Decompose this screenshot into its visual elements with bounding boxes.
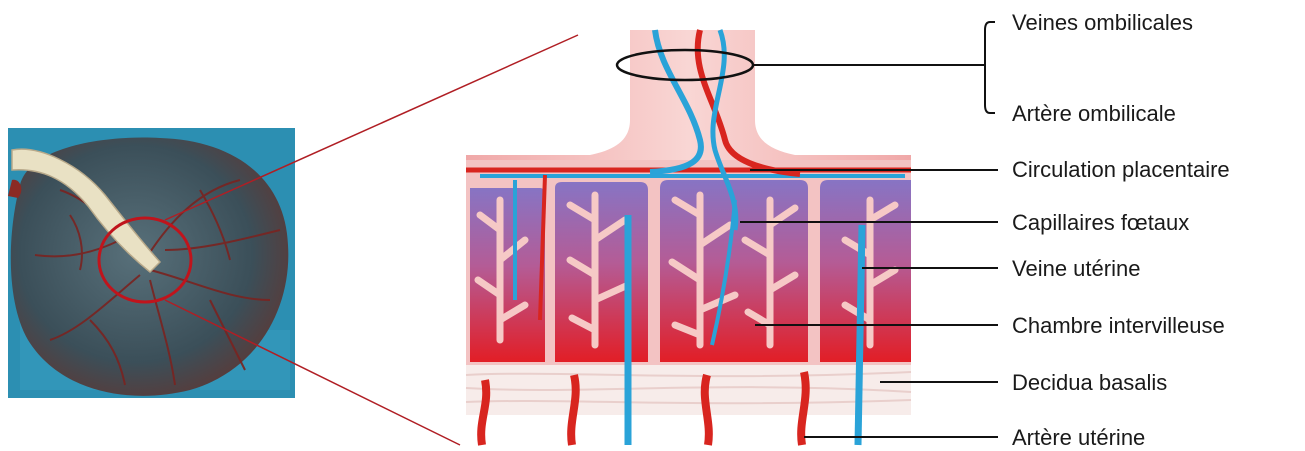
label-artere-ombilicale: Artère ombilicale <box>1012 101 1176 127</box>
label-capillaires-foetaux: Capillaires fœtaux <box>1012 210 1189 236</box>
label-veine-uterine: Veine utérine <box>1012 256 1140 282</box>
label-decidua-basalis: Decidua basalis <box>1012 370 1167 396</box>
placenta-diagram <box>466 30 911 445</box>
bracket-umbilical <box>985 22 995 113</box>
label-artere-uterine: Artère utérine <box>1012 425 1145 451</box>
placenta-photo <box>8 128 295 398</box>
uterine-vein-right <box>858 225 862 445</box>
label-circulation-placentaire: Circulation placentaire <box>1012 157 1230 183</box>
label-veines-ombilicales: Veines ombilicales <box>1012 10 1193 36</box>
label-chambre-intervilleuse: Chambre intervilleuse <box>1012 313 1225 339</box>
